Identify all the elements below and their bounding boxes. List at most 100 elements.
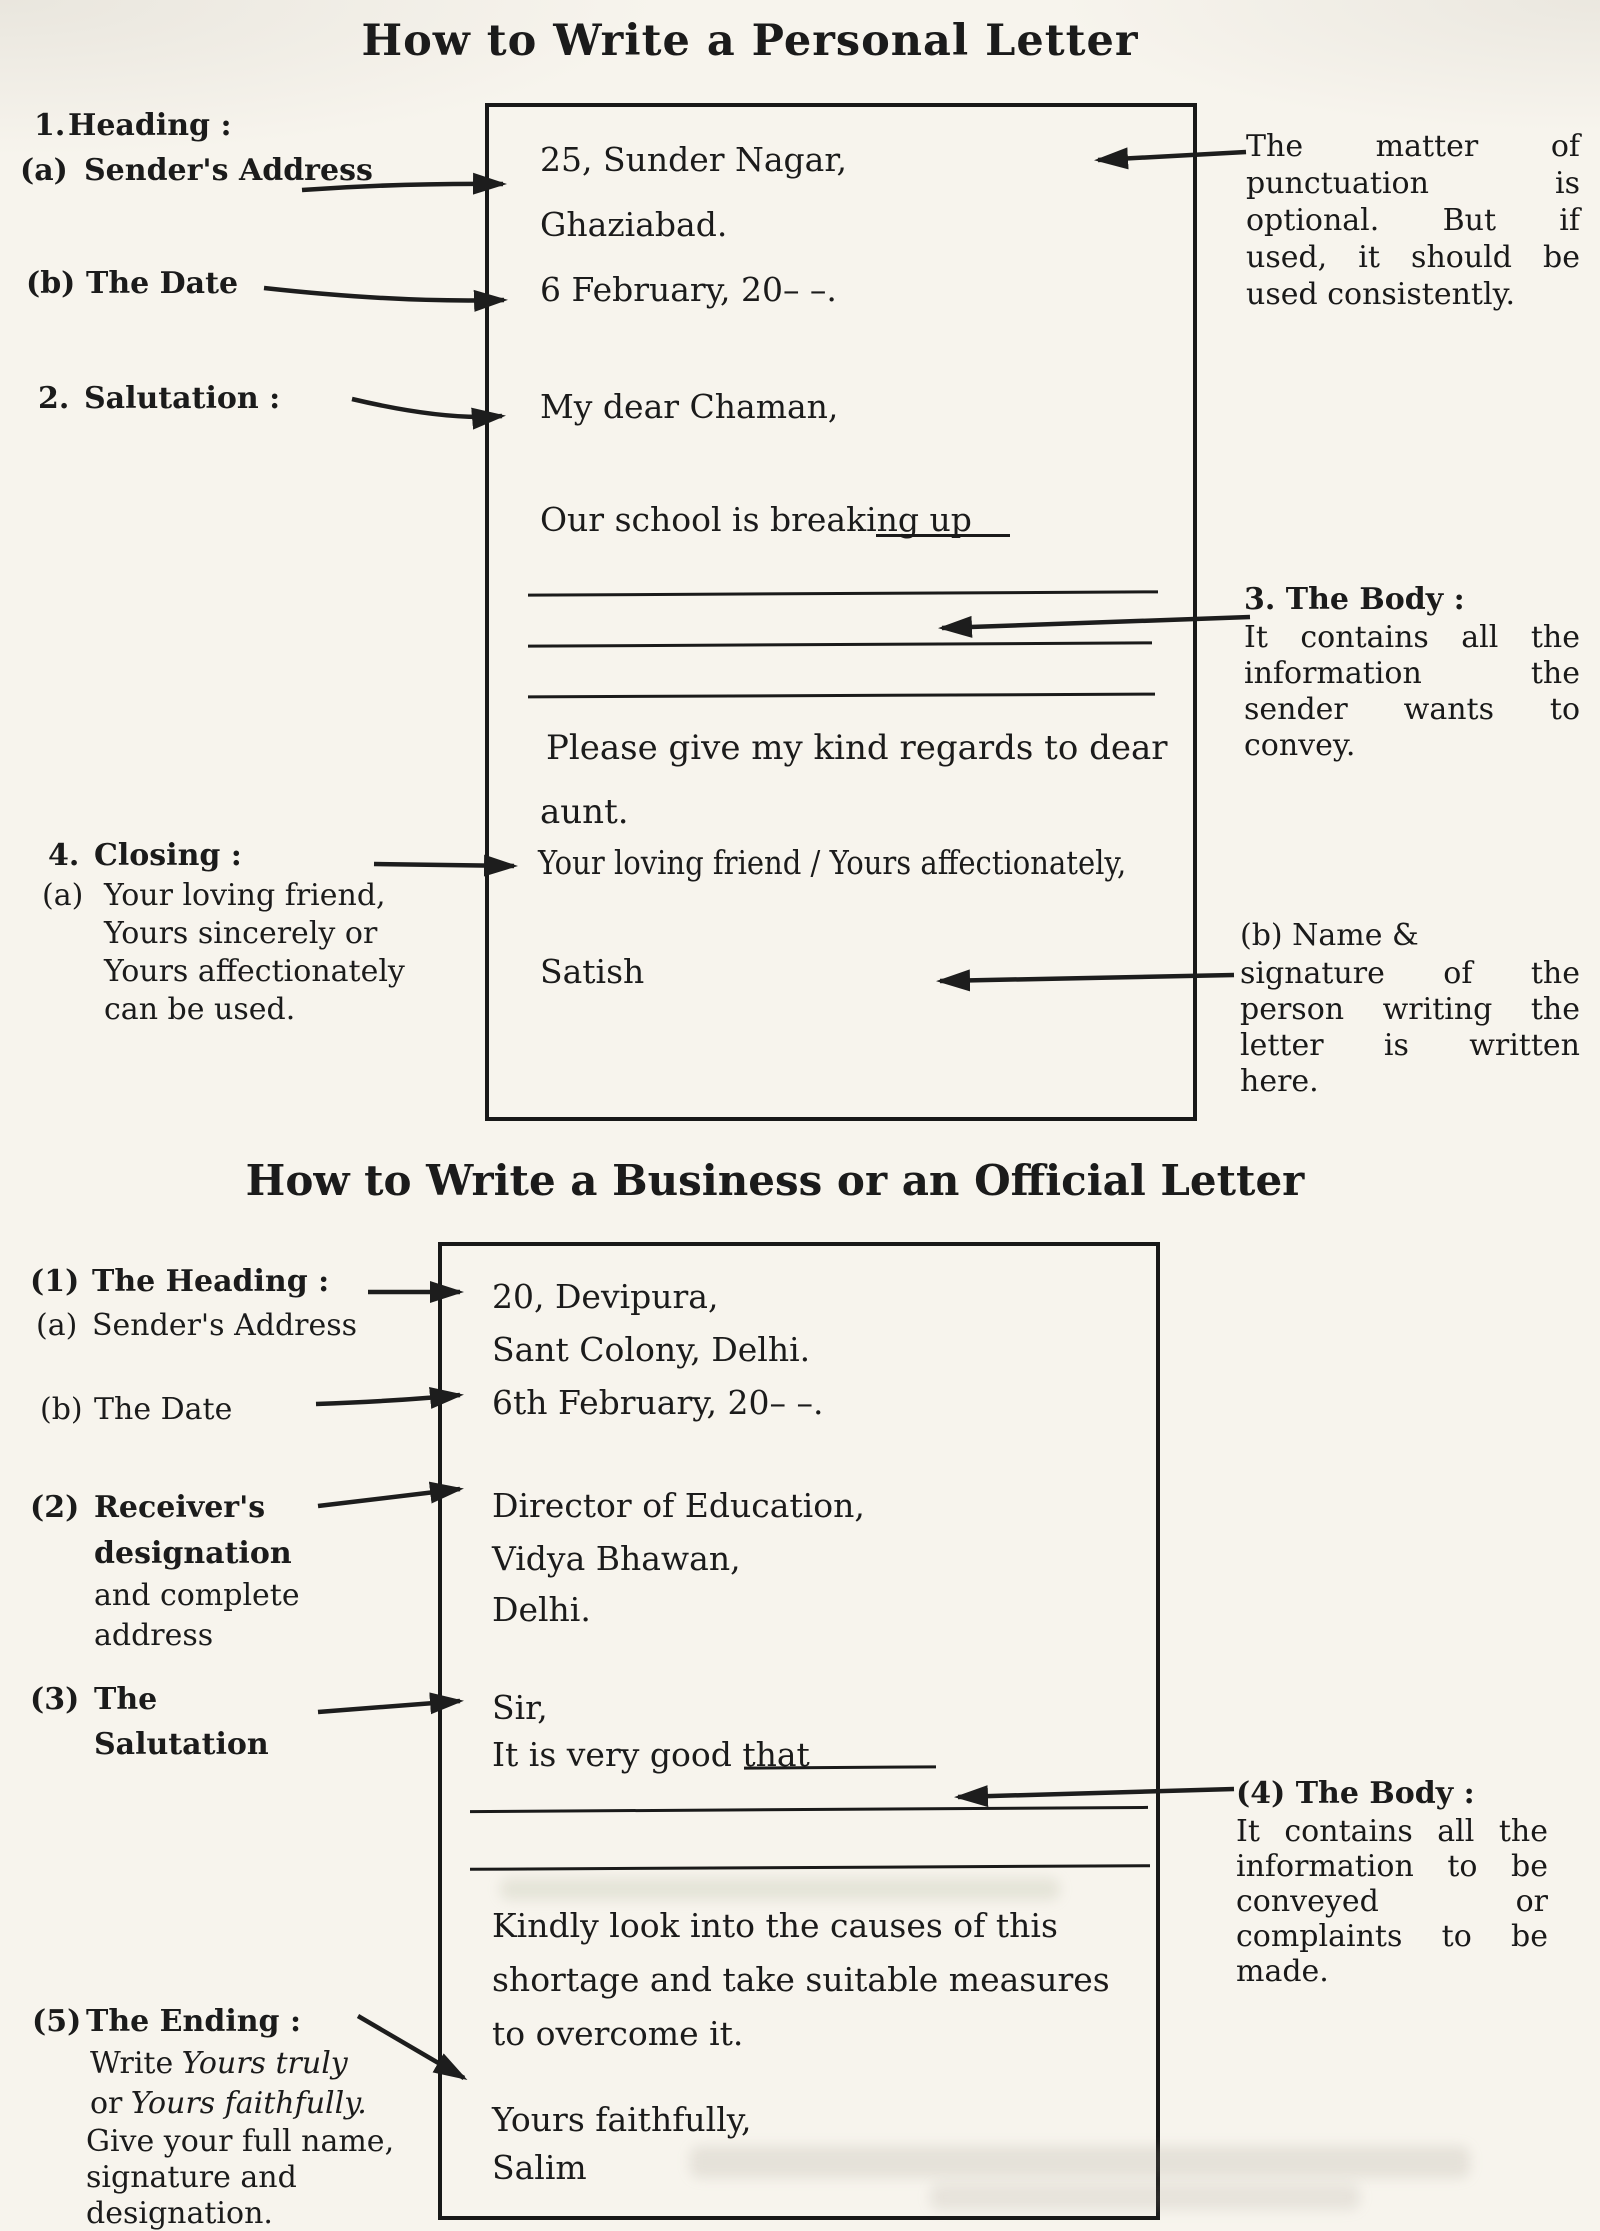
note-name-text: signature of the person writing the lett… <box>1240 956 1580 1100</box>
note-body-line: information to be <box>1236 1849 1548 1884</box>
letter-salutation: My dear Chaman, <box>540 387 839 426</box>
annotation-ending-line-4: signature and <box>86 2160 297 2195</box>
annotation-receiver-label-2: designation <box>94 1536 292 1571</box>
annotation-ending-label: The Ending : <box>86 2004 302 2039</box>
note-body-text: It contains all the information the send… <box>1244 620 1580 764</box>
business-letter-box <box>438 1242 1160 2220</box>
annotation-receiver-label-1: Receiver's <box>94 1490 266 1525</box>
annotation-ending-line-1-italic: Yours truly <box>181 2046 348 2081</box>
note-punctuation-line: optional. But if <box>1246 203 1580 238</box>
annotation-salutation-number: 2. <box>38 381 70 416</box>
annotation-ending: (5)The Ending : <box>32 2004 301 2039</box>
sender-address-line-2: Sant Colony, Delhi. <box>492 1330 811 1369</box>
note-body-line: sender wants to <box>1244 692 1580 727</box>
annotation-closing-label: Closing : <box>94 838 242 873</box>
receiver-line-1: Director of Education, <box>492 1486 865 1525</box>
letter-regards-line-2: aunt. <box>540 792 629 832</box>
letter-body-line-2: shortage and take suitable measures <box>492 1960 1110 1999</box>
note-name-line: signature of the <box>1240 956 1580 991</box>
note-body-line: It contains all the <box>1244 620 1580 655</box>
annotation-receiver-number: (2) <box>30 1490 80 1525</box>
annotation-sender-label: Sender's Address <box>92 1308 358 1343</box>
receiver-line-2: Vidya Bhawan, <box>492 1539 741 1578</box>
personal-letter-box <box>485 103 1197 1121</box>
annotation-salutation-number: (3) <box>30 1682 80 1717</box>
note-body-line: made. <box>1236 1954 1329 1989</box>
blank-line <box>876 534 1010 537</box>
annotation-closing-option-d: can be used. <box>104 992 296 1027</box>
letter-salutation: Sir, <box>492 1688 548 1727</box>
annotation-receiver-label-4: address <box>94 1618 214 1653</box>
note-name-line: here. <box>1240 1064 1319 1099</box>
annotation-salutation: 2. Salutation : <box>38 381 280 416</box>
annotation-sender-label: Sender's Address <box>84 153 373 188</box>
annotation-salutation-label: Salutation : <box>84 381 281 416</box>
sender-address-line-1: 25, Sunder Nagar, <box>540 140 847 179</box>
annotation-ending-number: (5) <box>32 2004 82 2039</box>
annotation-heading-label: Heading : <box>68 108 232 143</box>
annotation-ending-line-5: designation. <box>86 2196 273 2231</box>
business-letter-title: How to Write a Business or an Official L… <box>245 1156 1305 1205</box>
annotation-closing-option-b: Yours sincerely or <box>104 916 378 951</box>
letter-body-line-3: to overcome it. <box>492 2014 744 2053</box>
sender-address-line-2: Ghaziabad. <box>540 205 728 244</box>
annotation-closing-number: 4. <box>48 838 80 873</box>
annotation-date-number: (b) <box>40 1392 83 1427</box>
annotation-receiver: (2) Receiver's <box>30 1490 265 1525</box>
annotation-heading-number: (1) <box>30 1264 80 1299</box>
note-body-text: It contains all the information to be co… <box>1236 1814 1548 1989</box>
note-body-line: complaints to be <box>1236 1919 1548 1954</box>
annotation-closing: 4. Closing : <box>48 838 242 873</box>
scan-bleed-smudge <box>690 2146 1470 2178</box>
note-body-line: convey. <box>1244 728 1356 763</box>
letter-date: 6th February, 20– –. <box>492 1383 824 1422</box>
note-punctuation-line: used consistently. <box>1246 277 1516 312</box>
annotation-date-label: The Date <box>86 266 239 301</box>
annotation-ending-line-1-plain: Write <box>90 2046 174 2081</box>
annotation-salutation: (3) The <box>30 1682 157 1717</box>
personal-letter-title: How to Write a Personal Letter <box>361 16 1139 66</box>
sender-address-line-1: 20, Devipura, <box>492 1277 719 1316</box>
annotation-sender-number: (a) <box>36 1308 78 1343</box>
annotation-date: (b)The Date <box>40 1392 232 1427</box>
note-body-heading: 3. The Body : <box>1244 582 1465 617</box>
annotation-closing-option-c: Yours affectionately <box>104 954 405 989</box>
note-body-line: information the <box>1244 656 1580 691</box>
annotation-salutation-label-2: Salutation <box>94 1727 269 1762</box>
annotation-heading: (1)The Heading : <box>30 1264 329 1299</box>
note-name-line: person writing the <box>1240 992 1580 1027</box>
note-body-heading: (4) The Body : <box>1236 1776 1475 1811</box>
note-punctuation-line: The matter of <box>1246 129 1580 164</box>
annotation-salutation-label-1: The <box>94 1682 158 1717</box>
annotation-heading-number: 1. <box>34 108 66 143</box>
arrow-salutation-1 <box>351 396 506 430</box>
note-punctuation-line: punctuation is <box>1246 166 1580 201</box>
note-body-line: conveyed or <box>1236 1884 1548 1919</box>
letter-signature: Salim <box>492 2148 587 2187</box>
letter-closing: Yours faithfully, <box>492 2100 752 2139</box>
annotation-ending-line-2-plain: or <box>90 2086 123 2121</box>
annotation-sender-address: (a) Sender's Address <box>36 1308 357 1343</box>
receiver-line-3: Delhi. <box>492 1590 591 1629</box>
letter-signature: Satish <box>540 952 645 991</box>
scan-bleed-smudge <box>930 2184 1360 2210</box>
note-name-line: letter is written <box>1240 1028 1580 1063</box>
letter-regards-line-1: Please give my kind regards to dear <box>546 728 1168 768</box>
scan-bleed-smudge <box>500 1878 1060 1900</box>
note-body-line: It contains all the <box>1236 1814 1548 1849</box>
annotation-ending-line-2-italic: Yours faithfully. <box>130 2086 367 2121</box>
letter-body-opening: Our school is breaking up <box>540 500 972 539</box>
letter-body-line-1: Kindly look into the causes of this <box>492 1906 1058 1945</box>
letter-closing: Your loving friend / Yours affectionatel… <box>538 843 1127 882</box>
arrow-date-1 <box>263 285 508 312</box>
annotation-receiver-label-3: and complete <box>94 1578 300 1613</box>
annotation-sender-address: (a) Sender's Address <box>20 153 373 188</box>
annotation-closing-option-a: (a)Your loving friend, <box>42 878 386 913</box>
annotation-sender-number: (a) <box>20 153 68 188</box>
letter-date: 6 February, 20– –. <box>540 270 837 309</box>
note-punctuation-line: used, it should be <box>1246 240 1580 275</box>
annotation-heading: 1.Heading : <box>34 108 232 143</box>
